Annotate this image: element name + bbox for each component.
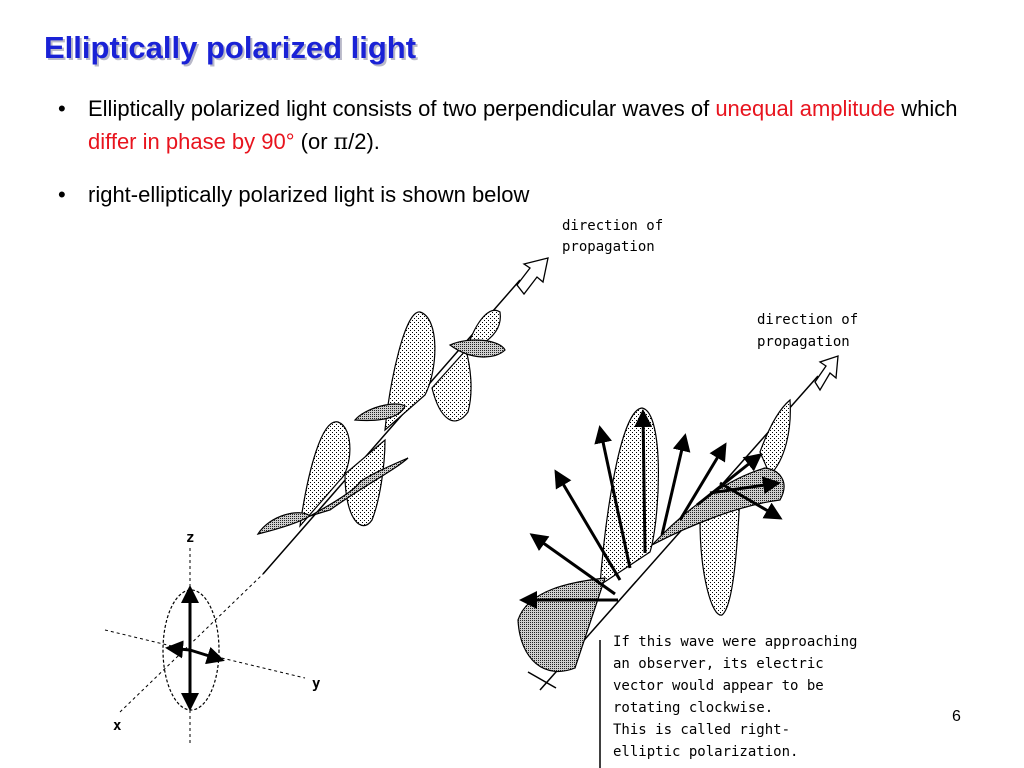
- figure-caption: If this wave were approaching an observe…: [613, 634, 857, 760]
- field-vector-4: [594, 425, 632, 569]
- caption-line-3: vector would appear to be: [613, 678, 824, 694]
- left-horizontal-lobe-2: [309, 457, 409, 517]
- y-vector-left: [165, 640, 191, 659]
- bullet-1-text-b: which: [895, 96, 958, 121]
- field-vector-5: [634, 409, 653, 554]
- left-wave-diagram: direction of propagation: [256, 218, 663, 575]
- slide-title: Elliptically polarized light: [44, 30, 417, 65]
- left-vertical-lobe-5: [469, 309, 501, 343]
- bullet-dot: •: [58, 96, 66, 121]
- y-vector-right: [189, 646, 225, 665]
- right-horizontal-lobe-1: [517, 577, 606, 673]
- left-vertical-lobe-3: [384, 311, 436, 432]
- left-propagation-arrow: [516, 257, 549, 296]
- field-vector-2: [529, 533, 616, 596]
- right-vertical-lobe-2: [699, 493, 741, 616]
- z-axis-label: z: [186, 530, 194, 546]
- bullet-1-text-d: /2).: [348, 129, 380, 154]
- left-label-line-1: direction of: [562, 218, 663, 234]
- bullet-item-2: • right-elliptically polarized light is …: [58, 178, 958, 211]
- page-number: 6: [952, 708, 961, 725]
- right-label-line-2: propagation: [757, 334, 850, 350]
- left-horizontal-lobe-4: [448, 339, 506, 358]
- field-vector-6: [660, 433, 691, 536]
- right-vertical-lobe-3: [759, 398, 791, 477]
- observer-axes: z y x: [104, 530, 321, 745]
- bullet-1-phase-difference: differ in phase by 90°: [88, 129, 295, 154]
- left-horizontal-lobe-3: [353, 403, 406, 422]
- bullet-dot: •: [58, 182, 66, 207]
- caption-line-5: This is called right-: [613, 722, 790, 738]
- bullet-2-text: right-elliptically polarized light is sh…: [88, 182, 530, 207]
- y-axis-label: y: [312, 676, 321, 692]
- caption-line-1: If this wave were approaching: [613, 634, 857, 650]
- bullet-1-pi: π: [333, 130, 349, 155]
- right-propagation-arrow: [814, 355, 839, 392]
- bullet-1-text-a: Elliptically polarized light consists of…: [88, 96, 716, 121]
- field-vector-8: [696, 453, 763, 507]
- bullet-1-unequal-amplitude: unequal amplitude: [715, 96, 896, 121]
- field-vector-7: [678, 442, 727, 521]
- field-vector-3: [554, 469, 622, 581]
- field-vector-9: [709, 476, 781, 495]
- left-vertical-lobe-4: [431, 348, 472, 422]
- bullet-item-1: • Elliptically polarized light consists …: [58, 92, 958, 159]
- right-axis-tick: [527, 671, 557, 689]
- right-label-line-1: direction of: [757, 312, 858, 328]
- caption-line-4: rotating clockwise.: [613, 700, 773, 716]
- left-vertical-lobe-1: [299, 421, 351, 528]
- caption-line-2: an observer, its electric: [613, 656, 824, 672]
- bullet-list: • Elliptically polarized light consists …: [58, 92, 958, 230]
- right-wave-diagram: direction of propagation If this wave we…: [517, 312, 858, 768]
- x-axis-label: x: [113, 718, 122, 734]
- bullet-1-text-c: (or: [294, 129, 334, 154]
- caption-line-6: elliptic polarization.: [613, 744, 798, 760]
- left-label-line-2: propagation: [562, 239, 655, 255]
- field-vector-10: [719, 481, 783, 520]
